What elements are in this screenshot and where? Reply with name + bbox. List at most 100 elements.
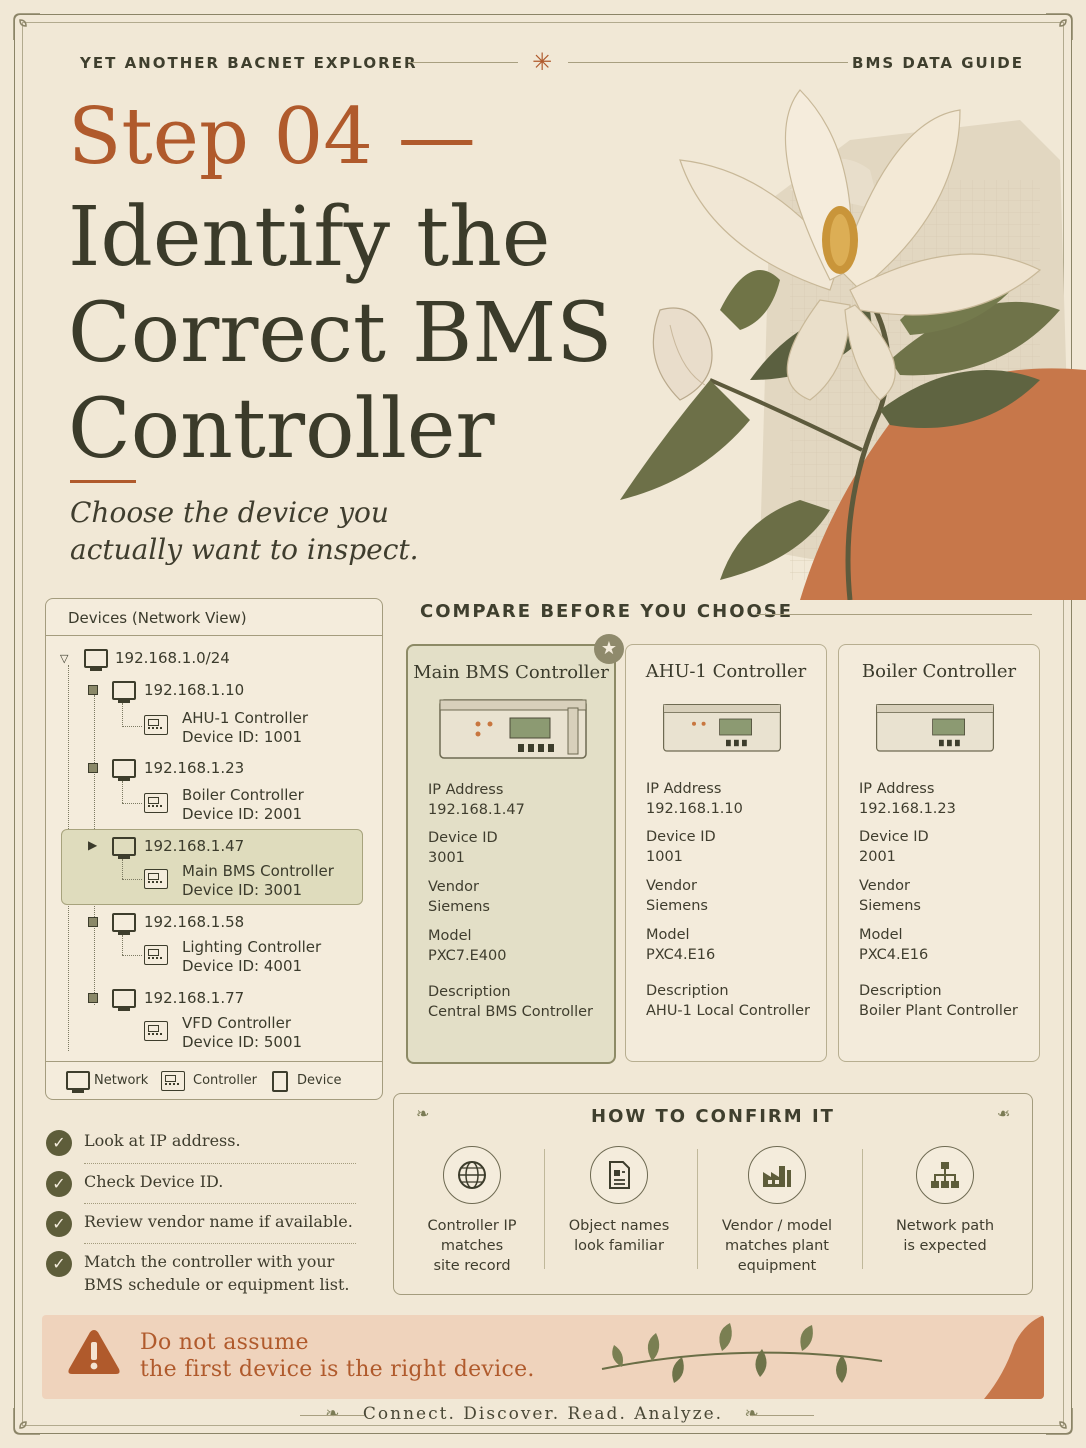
tree-device-id: Device ID: 4001	[182, 957, 303, 975]
controller-device-icon	[663, 704, 781, 752]
tree-device-name: AHU-1 Controller	[182, 709, 309, 727]
step-label: Step 04 —	[68, 92, 476, 182]
controller-card-selected[interactable]: ★ Main BMS Controller IP Address 192.168…	[406, 634, 624, 1064]
tree-device-name: Boiler Controller	[182, 786, 304, 804]
tree-device-entry[interactable]: Lighting Controller Device ID: 4001	[182, 938, 321, 976]
title-rule	[70, 480, 136, 483]
leaf-branch-icon	[601, 1323, 883, 1383]
collapse-icon[interactable]: ▽	[60, 652, 69, 665]
field-value-model: PXC4.E16	[646, 947, 716, 963]
tree-ip-label: 192.168.1.47	[144, 837, 245, 855]
factory-icon	[748, 1146, 806, 1204]
outer-frame	[14, 14, 1072, 1434]
legend-controller-icon	[161, 1071, 185, 1091]
confirm-item: Object names look familiar	[549, 1146, 689, 1256]
expand-icon[interactable]	[88, 763, 98, 773]
device-tree-panel: Devices (Network View) ▽ 192.168.1.0/24 …	[45, 598, 383, 1100]
tree-ip-label: 192.168.1.58	[144, 913, 245, 931]
confirm-divider	[862, 1149, 863, 1269]
field-label: IP Address	[859, 781, 935, 797]
tree-connector	[122, 955, 142, 956]
network-icon	[112, 759, 136, 781]
controller-card[interactable]: Boiler Controller IP Address 192.168.1.2…	[838, 644, 1040, 1062]
field-label: Model	[859, 927, 903, 943]
warning-text: Do not assume the first device is the ri…	[140, 1329, 535, 1383]
corner-ornament-icon	[1046, 13, 1073, 40]
tree-device-entry-selected[interactable]: Main BMS Controller Device ID: 3001	[182, 862, 334, 900]
tree-connector	[122, 879, 142, 880]
tree-device-id: Device ID: 1001	[182, 728, 303, 746]
checklist-text: Check Device ID.	[84, 1172, 224, 1191]
network-icon	[84, 649, 108, 671]
tree-device-entry[interactable]: Boiler Controller Device ID: 2001	[182, 786, 304, 824]
sprig-icon: ❧	[325, 1404, 342, 1424]
controller-icon	[144, 869, 168, 889]
field-value-id: 3001	[428, 850, 465, 866]
corner-torn-paper-icon	[984, 1315, 1044, 1399]
tree-device-id: Device ID: 5001	[182, 1033, 303, 1051]
confirm-text: is expected	[903, 1238, 987, 1254]
expand-icon[interactable]	[88, 993, 98, 1003]
confirm-text: Vendor / model	[721, 1218, 833, 1234]
network-icon	[112, 837, 136, 859]
selected-row-highlight	[61, 829, 363, 905]
header-rule-left	[408, 62, 518, 63]
tree-device-name: VFD Controller	[182, 1014, 291, 1032]
legend-network-label: Network	[94, 1073, 149, 1088]
tree-device-entry[interactable]: VFD Controller Device ID: 5001	[182, 1014, 302, 1052]
sprig-icon: ❧	[416, 1104, 430, 1123]
tree-ip-label: 192.168.1.10	[144, 681, 245, 699]
checklist-text: Review vendor name if available.	[84, 1212, 353, 1231]
confirm-text: matches plant	[725, 1238, 829, 1254]
checkmark-icon: ✓	[46, 1130, 72, 1156]
field-label: IP Address	[646, 781, 722, 797]
network-icon	[112, 913, 136, 935]
tree-connector	[122, 803, 142, 804]
corner-ornament-icon	[13, 13, 40, 40]
device-tree-title: Devices (Network View)	[68, 609, 247, 627]
field-label: Model	[428, 928, 472, 944]
compare-heading: COMPARE BEFORE YOU CHOOSE	[420, 601, 794, 622]
tree-connector	[122, 703, 123, 727]
corner-ornament-icon	[1046, 1408, 1073, 1435]
asterisk-ornament-icon: ✳	[532, 48, 553, 76]
legend-controller-label: Controller	[193, 1073, 257, 1088]
tree-divider	[46, 635, 382, 636]
expand-icon[interactable]	[88, 685, 98, 695]
sprig-icon: ❧	[744, 1404, 761, 1424]
network-icon	[112, 989, 136, 1011]
tree-root-label: 192.168.1.0/24	[115, 649, 230, 667]
checkmark-icon: ✓	[46, 1251, 72, 1277]
page-title: Identify the Correct BMS Controller	[68, 190, 613, 477]
confirm-text: matches	[440, 1238, 504, 1254]
controller-icon	[144, 793, 168, 813]
checklist-text: Match the controller with your	[84, 1252, 335, 1271]
expanded-arrow-icon[interactable]: ▶	[88, 838, 98, 852]
tree-device-entry[interactable]: AHU-1 Controller Device ID: 1001	[182, 709, 308, 747]
expand-icon[interactable]	[88, 917, 98, 927]
controller-icon	[144, 715, 168, 735]
tree-connector	[122, 781, 123, 803]
field-value-vendor: Siemens	[646, 898, 708, 914]
footer-tagline: ❧ Connect. Discover. Read. Analyze. ❧	[0, 1404, 1086, 1424]
tree-device-id: Device ID: 2001	[182, 805, 303, 823]
checklist-divider	[84, 1203, 356, 1204]
field-value-ip: 192.168.1.10	[646, 801, 743, 817]
header-rule-right	[568, 62, 848, 63]
controller-device-icon	[876, 704, 994, 752]
corner-ornament-icon	[13, 1408, 40, 1435]
card-title: Main BMS Controller	[413, 662, 609, 683]
checklist-text-continued: BMS schedule or equipment list.	[84, 1275, 350, 1294]
controller-card[interactable]: AHU-1 Controller IP Address 192.168.1.10…	[625, 644, 827, 1062]
confirm-text: equipment	[737, 1258, 817, 1274]
field-value-model: PXC4.E16	[859, 947, 929, 963]
field-label: Vendor	[646, 878, 697, 894]
field-label: Device ID	[428, 830, 498, 846]
field-value-description: AHU-1 Local Controller	[646, 1003, 811, 1019]
legend-device-icon	[272, 1071, 288, 1092]
warning-icon	[68, 1330, 120, 1374]
field-label: Device ID	[646, 829, 716, 845]
magnolia-illustration-icon	[620, 89, 1086, 600]
card-title: Boiler Controller	[861, 661, 1017, 682]
